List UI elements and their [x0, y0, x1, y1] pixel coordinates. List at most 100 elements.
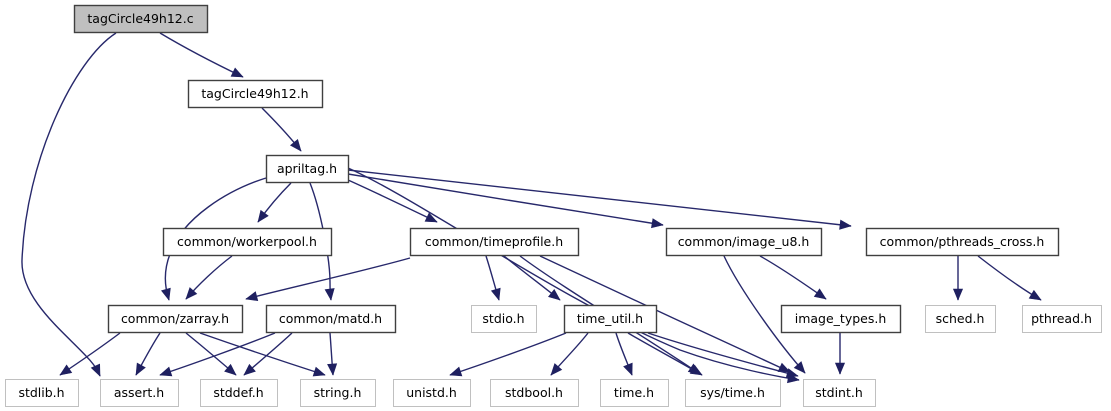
edge-pthreads_cross_h-to-pthread_h	[977, 255, 1042, 301]
node-label: tagCircle49h12.h	[201, 86, 308, 101]
node-apriltag_h[interactable]: apriltag.h	[265, 154, 350, 184]
edge-apriltag_h-to-pthreads_cross_h	[347, 169, 852, 227]
node-box[interactable]	[563, 304, 658, 334]
edge-arrowhead	[135, 362, 146, 376]
node-box[interactable]	[665, 227, 823, 257]
edge-arrowhead	[548, 289, 561, 301]
node-label: time.h	[614, 385, 654, 400]
node-label: common/matd.h	[279, 311, 382, 326]
edge-apriltag_h-to-image_u8_h	[347, 173, 664, 226]
edge-arrowhead	[449, 366, 463, 377]
edge-arrowhead	[834, 362, 846, 375]
node-box[interactable]	[73, 4, 209, 34]
node-box[interactable]	[393, 379, 471, 407]
node-box[interactable]	[409, 227, 580, 257]
node-pthreads_cross_h[interactable]: common/pthreads_cross.h	[865, 227, 1060, 257]
edge-arrowhead	[623, 362, 633, 376]
edge-arrowhead	[424, 212, 438, 223]
edge-arrowhead	[59, 364, 73, 376]
edge-arrowhead	[324, 288, 335, 301]
node-label: common/workerpool.h	[177, 234, 317, 249]
node-stdio_h[interactable]: stdio.h	[471, 305, 537, 333]
node-tagCircle49h12_h[interactable]: tagCircle49h12.h	[187, 79, 324, 109]
node-time_h[interactable]: time.h	[600, 379, 669, 407]
node-stdlib_h[interactable]: stdlib.h	[5, 379, 79, 407]
edge-arrowhead	[813, 288, 827, 300]
node-layer: tagCircle49h12.c tagCircle49h12.h apriltag…	[5, 4, 1102, 407]
node-tagCircle49h12_c[interactable]: tagCircle49h12.c	[73, 4, 209, 34]
edge-image_u8_h-to-image_types_h	[759, 255, 827, 300]
node-label: apriltag.h	[277, 161, 337, 176]
node-box[interactable]	[925, 305, 996, 333]
node-box[interactable]	[865, 227, 1060, 257]
node-timeprofile_h[interactable]: common/timeprofile.h	[409, 227, 580, 257]
node-box[interactable]	[685, 379, 781, 407]
node-box[interactable]	[300, 379, 376, 407]
node-label: common/zarray.h	[121, 311, 229, 326]
node-box[interactable]	[490, 379, 579, 407]
edge-arrowhead	[230, 67, 244, 78]
node-sys_time_h[interactable]: sys/time.h	[685, 379, 781, 407]
node-label: image_types.h	[795, 311, 887, 326]
node-box[interactable]	[600, 379, 669, 407]
edge-arrowhead	[224, 363, 237, 376]
edge-arrowhead	[312, 366, 326, 377]
node-box[interactable]	[1022, 305, 1102, 333]
node-label: common/timeprofile.h	[425, 234, 563, 249]
node-label: common/pthreads_cross.h	[880, 234, 1045, 249]
node-workerpool_h[interactable]: common/workerpool.h	[162, 227, 333, 257]
edge-arrowhead	[952, 288, 964, 301]
edge-arrowhead	[550, 363, 563, 376]
node-box[interactable]	[780, 304, 902, 334]
node-box[interactable]	[162, 227, 333, 257]
node-matd_h[interactable]: common/matd.h	[265, 304, 397, 334]
node-unistd_h[interactable]: unistd.h	[393, 379, 471, 407]
node-label: stdbool.h	[505, 385, 563, 400]
edge-tagCircle49h12_c-to-stdlib_h	[21, 32, 117, 377]
node-image_u8_h[interactable]: common/image_u8.h	[665, 227, 823, 257]
node-box[interactable]	[187, 79, 324, 109]
node-box[interactable]	[265, 304, 397, 334]
node-stdint_h[interactable]: stdint.h	[803, 379, 876, 407]
node-box[interactable]	[265, 154, 350, 184]
node-image_types_h[interactable]: image_types.h	[780, 304, 902, 334]
edge-arrowhead	[161, 287, 171, 301]
edge-arrowhead	[159, 366, 173, 377]
edge-arrowhead	[289, 139, 302, 152]
node-sched_h[interactable]: sched.h	[925, 305, 996, 333]
node-assert_h[interactable]: assert.h	[100, 379, 179, 407]
node-zarray_h[interactable]: common/zarray.h	[107, 304, 244, 334]
edge-arrowhead	[245, 291, 259, 302]
node-time_util_h[interactable]: time_util.h	[563, 304, 658, 334]
node-label: stdint.h	[815, 385, 863, 400]
node-stdbool_h[interactable]: stdbool.h	[490, 379, 579, 407]
edge-arrowhead	[243, 363, 256, 376]
node-label: sched.h	[936, 311, 985, 326]
edge-time_util_h-to-unistd_h	[449, 332, 567, 376]
edge-arrowhead	[651, 218, 664, 229]
node-label: stdlib.h	[18, 385, 64, 400]
edge-arrowhead	[785, 368, 799, 378]
node-box[interactable]	[107, 304, 244, 334]
node-label: time_util.h	[577, 311, 643, 326]
node-box[interactable]	[5, 379, 79, 407]
node-box[interactable]	[471, 305, 537, 333]
node-label: pthread.h	[1031, 311, 1092, 326]
node-pthread_h[interactable]: pthread.h	[1022, 305, 1102, 333]
node-box[interactable]	[100, 379, 179, 407]
node-string_h[interactable]: string.h	[300, 379, 376, 407]
node-box[interactable]	[200, 379, 278, 407]
node-label: stddef.h	[213, 385, 263, 400]
node-label: string.h	[314, 385, 362, 400]
edge-matd_h-to-assert_h	[159, 332, 276, 376]
node-label: tagCircle49h12.c	[87, 11, 193, 26]
edge-timeprofile_h-to-zarray_h	[245, 257, 411, 300]
edge-arrowhead	[257, 209, 269, 223]
node-box[interactable]	[803, 379, 876, 407]
node-label: common/image_u8.h	[678, 234, 810, 249]
node-stddef_h[interactable]: stddef.h	[200, 379, 278, 407]
edge-tagCircle49h12_c-to-tagCircle49h12_h	[159, 32, 244, 78]
edge-timeprofile_h-to-stdint_h	[539, 255, 791, 373]
